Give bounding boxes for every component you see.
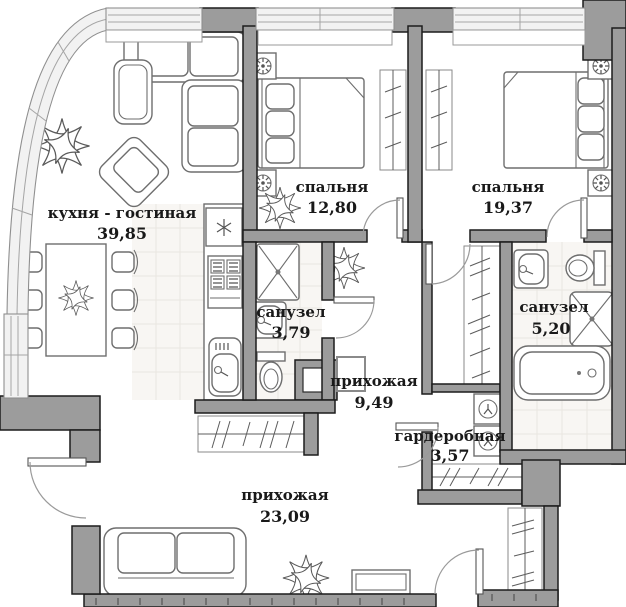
closet-rails-corridor: [463, 245, 501, 389]
room-label-bedroom-1-area: 12,80: [307, 198, 357, 217]
bathtub-icon: [513, 345, 611, 401]
toilet-icon: [256, 351, 286, 393]
washbasin-icon: [513, 249, 549, 289]
room-label-hallway-name: прихожая: [241, 486, 329, 504]
closet-rails-bottom-right: [507, 507, 543, 593]
door-wardrobe-room: [395, 422, 439, 468]
room-label-corridor-area: 9,49: [355, 393, 394, 412]
doors: [27, 197, 588, 595]
kitchen-counter: [203, 203, 245, 401]
washbasin-icon: [251, 301, 287, 339]
room-label-wardrobe-room-name: гардеробная: [394, 427, 505, 445]
washer-dryer-stack: [473, 393, 503, 457]
door-bathroom-2: [546, 197, 588, 239]
shower-icon: [256, 243, 300, 301]
coffee-table: [113, 59, 153, 125]
toilet-icon: [565, 250, 606, 286]
room-label-bedroom-1-name: спальня: [296, 178, 369, 196]
window-sill: [452, 29, 586, 46]
wardrobe-rod: [425, 463, 523, 491]
ceiling-light-icon: [587, 169, 615, 197]
window-sill: [105, 29, 203, 43]
bed-1: [257, 77, 365, 169]
dining-table-set: [15, 243, 139, 357]
door-bedroom-1: [362, 197, 404, 239]
room-label-bathroom-1-area: 3,79: [272, 323, 311, 342]
room-label-bathroom-2-area: 5,20: [532, 319, 571, 338]
room-label-corridor-name: прихожая: [330, 372, 418, 390]
wardrobe-bedroom-1: [379, 69, 407, 171]
wardrobe-bedroom-2: [425, 69, 453, 171]
room-labels: кухня - гостиная 39,85 спальня 12,80 спа…: [48, 178, 589, 526]
windows: [3, 7, 586, 399]
door-bathroom-1: [333, 296, 375, 339]
armchair: [98, 136, 170, 208]
shaft-box: [336, 356, 366, 392]
room-label-bathroom-1-name: санузел: [256, 303, 326, 321]
room-label-wardrobe-room-area: 3,57: [431, 446, 470, 465]
bed-2: [503, 71, 609, 169]
room-label-bedroom-2-name: спальня: [472, 178, 545, 196]
hallway-sofa: [103, 527, 247, 597]
stove-icon: [207, 255, 243, 309]
room-label-kitchen-living-name: кухня - гостиная: [48, 204, 197, 222]
room-label-kitchen-living-area: 39,85: [97, 224, 147, 243]
closet-rails-hallway: [197, 415, 307, 453]
hob-vent-icon: [205, 207, 243, 247]
door-terrace: [27, 457, 87, 519]
kitchen-sink-icon: [208, 337, 242, 397]
door-entrance: [434, 548, 484, 595]
room-label-bedroom-2-area: 19,37: [483, 198, 533, 217]
door-bedroom-2: [425, 243, 471, 285]
room-label-hallway-area: 23,09: [260, 507, 310, 526]
console-table: [351, 569, 411, 595]
window-sill: [257, 29, 393, 46]
room-label-bathroom-2-name: санузел: [519, 298, 589, 316]
